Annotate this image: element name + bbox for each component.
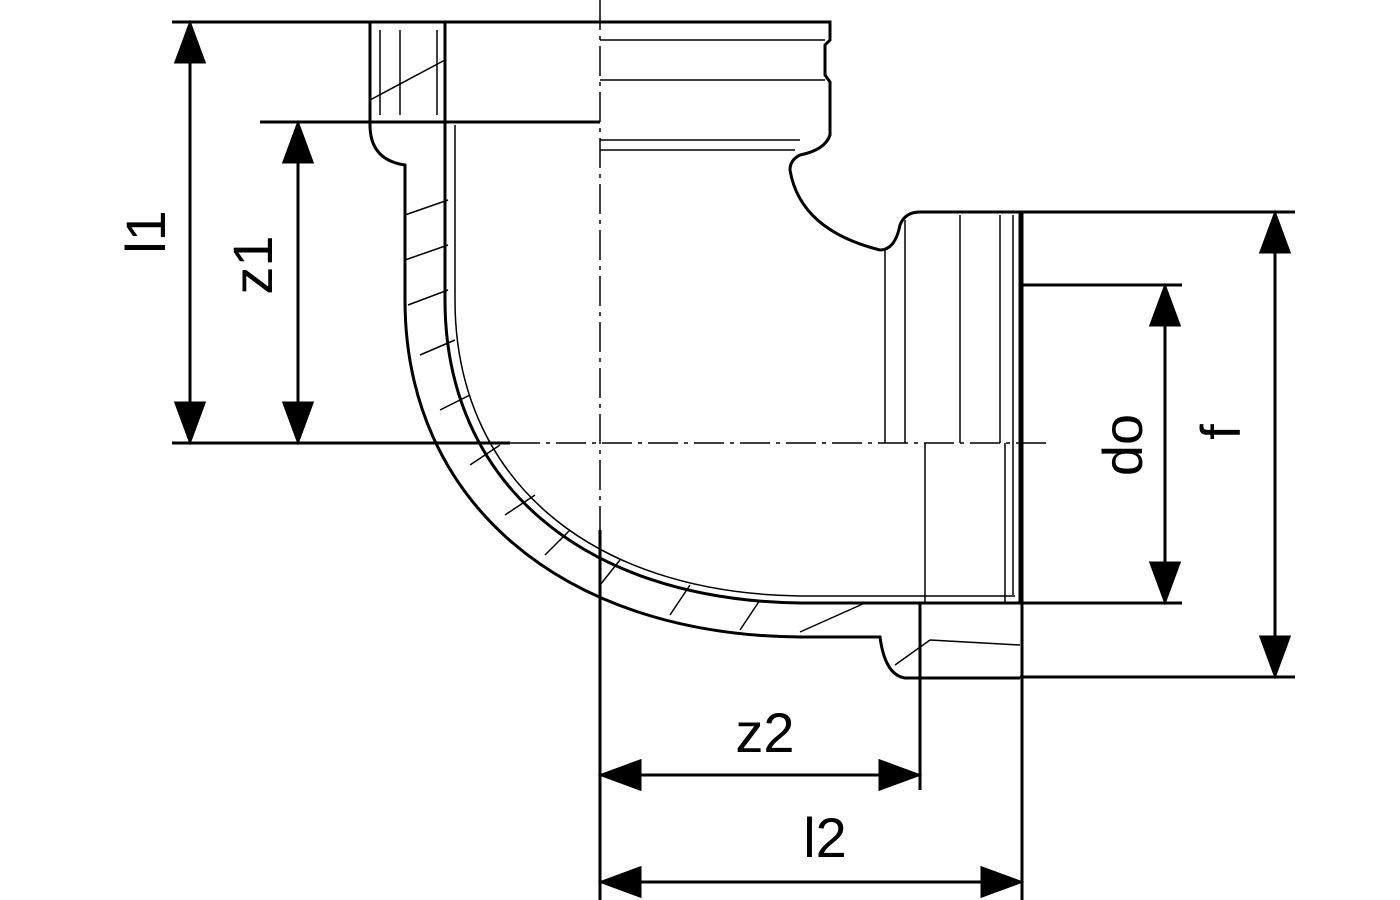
l2-dimension-arrow xyxy=(597,865,1025,899)
label-z2: z2 xyxy=(735,701,794,764)
inner-liner xyxy=(454,125,1015,597)
socket-details xyxy=(379,30,1021,646)
do-dimension-arrow xyxy=(1148,282,1182,606)
l1-dimension-arrow xyxy=(173,19,207,446)
section-hatching xyxy=(369,59,931,666)
label-f: f xyxy=(1189,424,1252,440)
label-l1: l1 xyxy=(114,210,177,254)
inner-wall xyxy=(443,22,1020,605)
label-l2: l2 xyxy=(803,806,847,869)
dimension-arrows xyxy=(173,19,1292,899)
f-dimension-arrow xyxy=(1258,209,1292,680)
z2-dimension-arrow xyxy=(597,758,923,792)
socket-outline xyxy=(445,20,1022,603)
elbow-body xyxy=(368,20,1022,680)
z1-dimension-arrow xyxy=(281,119,315,446)
label-z1: z1 xyxy=(221,235,284,294)
label-do: do xyxy=(1091,414,1154,476)
outer-wall xyxy=(368,22,1020,680)
